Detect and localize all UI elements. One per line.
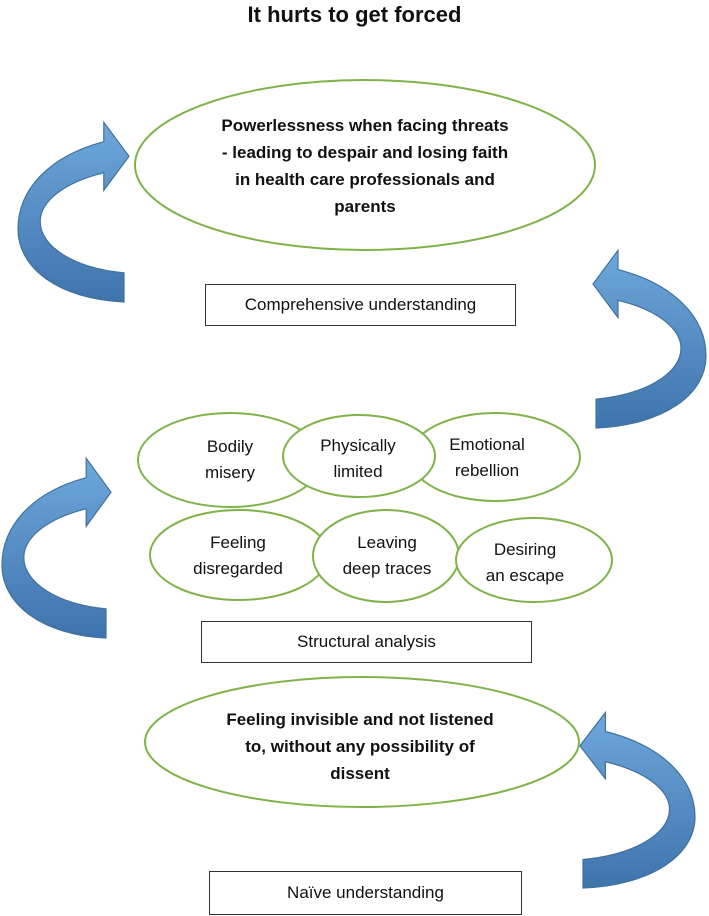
subtheme-physically-limited-line-1: Physically (320, 436, 396, 455)
subtheme-emotional-rebellion-line-1: Emotional (449, 435, 525, 454)
comprehensive-theme-text: Powerlessness when facing threats - lead… (185, 112, 545, 220)
circular-arrow-top-left-icon (17, 120, 130, 303)
label-structural-analysis-text: Structural analysis (297, 632, 436, 651)
subtheme-physically-limited-line-2: limited (333, 462, 383, 479)
theme-ellipse-naive (144, 676, 580, 808)
subtheme-feeling-disregarded-line-1: Feeling (210, 533, 266, 552)
circular-arrow-mid-left-icon (1, 456, 112, 639)
naive-theme-line-1: Feeling invisible and not listened (226, 710, 494, 729)
subtheme-bodily-misery-line-1: Bodily (206, 437, 254, 456)
circular-arrow-mid-right-icon (592, 248, 707, 429)
label-structural-analysis: Structural analysis (201, 621, 532, 663)
subtheme-feeling-disregarded-text: Feeling disregarded (178, 530, 298, 582)
subtheme-emotional-rebellion-line-2: rebellion (454, 461, 520, 480)
subtheme-desiring-an-escape-line-1: Desiring (493, 540, 557, 559)
naive-theme-line-2: to, without any possibility of (245, 737, 475, 756)
comprehensive-theme-line-3: in health care professionals and (235, 170, 495, 189)
subtheme-ellipse-desiring-an-escape (455, 517, 613, 603)
subtheme-feeling-disregarded-line-2: disregarded (193, 559, 283, 578)
subtheme-bodily-misery-text: Bodily misery (170, 434, 290, 486)
comprehensive-theme-line-1: Powerlessness when facing threats (221, 116, 509, 135)
label-comprehensive-understanding-text: Comprehensive understanding (244, 295, 477, 314)
diagram-title: It hurts to get forced (247, 2, 462, 27)
theme-ellipse-comprehensive (134, 79, 596, 251)
subtheme-desiring-an-escape-text: Desiring an escape (465, 537, 585, 585)
label-naive-understanding: Naïve understanding (209, 871, 522, 915)
subtheme-leaving-deep-traces-line-1: Leaving (357, 533, 417, 552)
comprehensive-theme-line-4: parents (334, 197, 396, 216)
circular-arrow-bottom-right-icon (579, 710, 696, 889)
naive-theme-line-3: dissent (330, 764, 390, 783)
subtheme-ellipse-physically-limited (282, 414, 436, 498)
label-naive-understanding-text: Naïve understanding (287, 883, 444, 902)
subtheme-desiring-an-escape-line-2: an escape (485, 566, 565, 585)
subtheme-emotional-rebellion-text: Emotional rebellion (427, 432, 547, 484)
subtheme-leaving-deep-traces-line-2: deep traces (342, 559, 432, 578)
subtheme-bodily-misery-line-2: misery (204, 463, 256, 482)
subtheme-physically-limited-text: Physically limited (298, 433, 418, 479)
comprehensive-theme-line-2: - leading to despair and losing faith (221, 143, 509, 162)
label-comprehensive-understanding: Comprehensive understanding (205, 284, 516, 326)
naive-theme-text: Feeling invisible and not listened to, w… (195, 706, 525, 787)
subtheme-leaving-deep-traces-text: Leaving deep traces (327, 530, 447, 582)
